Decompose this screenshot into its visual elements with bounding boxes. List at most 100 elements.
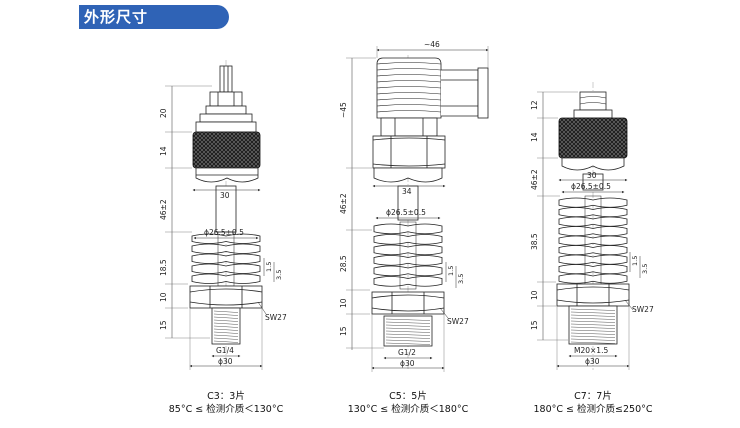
c3-fin <box>191 253 261 264</box>
c7-thread-line <box>570 323 616 326</box>
c3-fin <box>191 273 261 284</box>
c7-fin-diameter-label: ϕ26.5±0.5 <box>571 182 611 191</box>
labels-c5: ~46 ~45 34 46±2 ϕ26.5±0.5 28.5 1.5 3.5 1… <box>339 40 469 368</box>
c5-thread-line <box>385 321 431 324</box>
caption-c3-range: 85°C ≤ 检测介质＜130°C <box>168 404 284 415</box>
c7-thread-line <box>570 311 616 314</box>
c3-thread-line <box>213 337 239 340</box>
c5-body-label: 46±2 <box>339 193 348 214</box>
c3-fin-gap-label: 1.5 <box>265 262 273 272</box>
c7-fin <box>558 226 628 237</box>
c7-thread-len-label: 15 <box>530 320 539 330</box>
c5-rib <box>376 86 442 89</box>
c3-thread-line <box>213 331 239 334</box>
c7-body-label: 46±2 <box>530 169 539 190</box>
c5-thread-label: G1/2 <box>398 348 416 357</box>
c5-rib <box>376 74 442 77</box>
c7-fin-pitch-label: 3.5 <box>641 264 649 274</box>
c5-fin <box>373 255 443 266</box>
c5-thread-len-label: 15 <box>339 326 348 336</box>
c5-fin-core <box>399 221 417 290</box>
c7-thread-line <box>570 314 616 317</box>
c3-fins-label: 18.5 <box>159 259 168 276</box>
c3-hex-label: 10 <box>159 292 168 302</box>
drawing-c5 <box>346 46 489 372</box>
c5-thread-line <box>385 336 431 339</box>
c7-thread-line <box>570 320 616 323</box>
c7-width-label: 30 <box>587 171 597 180</box>
c5-rib <box>376 68 442 71</box>
c7-fin <box>558 216 628 227</box>
c5-thread-line <box>385 327 431 330</box>
c7-fin <box>558 245 628 256</box>
c3-thread-line <box>213 322 239 325</box>
c5-fin <box>373 234 443 245</box>
c5-thread-line <box>385 330 431 333</box>
c7-fin <box>558 235 628 246</box>
c3-thread-line <box>213 325 239 328</box>
c3-thread-len-label: 15 <box>159 320 168 330</box>
c5-rib <box>376 110 442 113</box>
c5-rib <box>376 98 442 101</box>
c3-body-label: 46±2 <box>159 199 168 220</box>
c3-fin <box>191 243 261 254</box>
c3-top-label: 30 <box>220 191 230 200</box>
c5-thread-line <box>385 342 431 345</box>
drawing-c3 <box>165 60 275 370</box>
section-title: 外形尺寸 <box>84 8 149 26</box>
c3-bottom-diameter-label: ϕ30 <box>218 357 233 366</box>
c5-rib <box>376 104 442 107</box>
labels-c3: 30 20 14 46±2 ϕ26.5±0.5 18.5 1.5 3.5 10 … <box>159 108 287 366</box>
c5-fin-diameter-label: ϕ26.5±0.5 <box>386 208 426 217</box>
caption-c5-title: C5：5片 <box>389 391 427 402</box>
c3-stem-label: 20 <box>159 108 168 118</box>
caption-c3-title: C3：3片 <box>207 391 245 402</box>
c7-thread-line <box>570 326 616 329</box>
c5-thread-line <box>385 318 431 321</box>
c5-thread-line <box>385 324 431 327</box>
c5-fin <box>373 265 443 277</box>
section-header-bar <box>79 5 229 29</box>
c3-thread-line <box>213 319 239 322</box>
c5-width-label: 34 <box>402 187 412 196</box>
c5-rib <box>376 92 442 95</box>
c7-fin <box>558 207 628 218</box>
c5-fin-pitch-label: 3.5 <box>457 274 465 284</box>
c3-thread-line <box>213 316 239 319</box>
c3-thread-line <box>213 310 239 313</box>
c3-thread-line <box>213 328 239 331</box>
c7-rib <box>579 102 607 105</box>
c7-fin <box>558 197 628 208</box>
c7-rib <box>579 96 607 99</box>
c3-fin-diameter-label: ϕ26.5±0.5 <box>204 228 244 237</box>
c5-fin <box>373 223 443 235</box>
caption-c5: C5：5片 130°C ≤ 检测介质＜180°C <box>323 390 493 416</box>
c3-thread-label: G1/4 <box>216 346 234 355</box>
c7-thread-line <box>570 308 616 311</box>
c3-knob-label: 14 <box>159 146 168 156</box>
c7-fin-gap-label: 1.5 <box>631 256 639 266</box>
c7-thread-label: M20×1.5 <box>574 346 608 355</box>
c7-bottom-diameter-label: ϕ30 <box>585 357 600 366</box>
c7-thread-line <box>570 335 616 338</box>
c7-thread-line <box>570 332 616 335</box>
c5-thread-line <box>385 333 431 336</box>
c5-wrench-label: SW27 <box>447 317 469 326</box>
caption-c7: C7：7片 180°C ≤ 检测介质≤250°C <box>508 390 678 416</box>
c3-thread-line <box>213 334 239 337</box>
c7-thread-line <box>570 338 616 341</box>
c7-thread-line <box>570 317 616 320</box>
c5-fins-label: 28.5 <box>339 255 348 272</box>
c3-fin-pitch-label: 3.5 <box>275 270 283 280</box>
c5-fin-gap-label: 1.5 <box>447 266 455 276</box>
c5-rib <box>376 80 442 83</box>
caption-c7-title: C7：7片 <box>574 391 612 402</box>
c7-knob-label: 14 <box>530 132 539 142</box>
c3-thread-line <box>213 313 239 316</box>
c5-bottom-diameter-label: ϕ30 <box>400 359 415 368</box>
labels-c7: 12 14 30 46±2 ϕ26.5±0.5 38.5 1.5 3.5 10 … <box>530 100 654 366</box>
caption-c5-range: 130°C ≤ 检测介质＜180°C <box>347 404 469 415</box>
c5-hex-label: 10 <box>339 298 348 308</box>
c5-connector-label: ~45 <box>339 102 348 118</box>
